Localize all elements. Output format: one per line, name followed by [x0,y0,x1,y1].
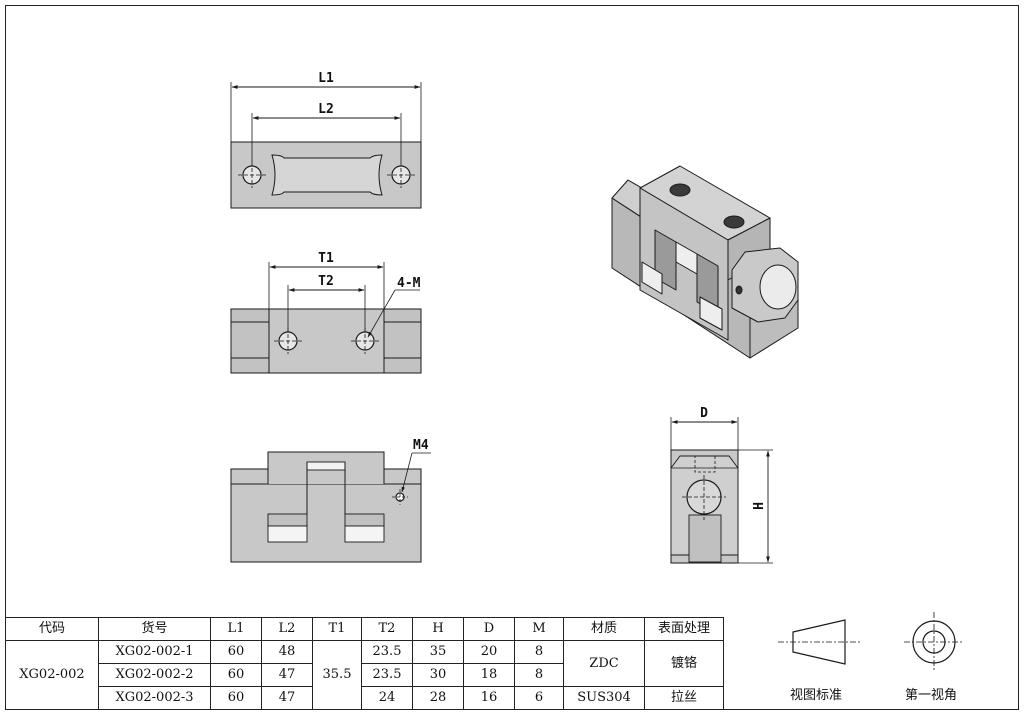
d-cell: 20 [463,640,515,664]
middle-view [230,262,422,374]
dim-label-h: H [752,502,767,510]
t2-cell: 23.5 [361,640,413,664]
spec-table: 代码 货号 L1 L2 T1 T2 H D M 材质 表面处理 XG02-002… [5,617,724,710]
table-header-cell: L1 [210,617,262,641]
table-row: XG02-002 XG02-002-1 60 48 35.5 23.5 35 2… [5,640,724,710]
h-cell: 35 [412,640,464,664]
view-standard-symbol-icon [778,619,860,665]
dim-label-m4: M4 [413,438,429,453]
dim-label-d: D [700,406,708,421]
top-hole-right [387,162,415,188]
table-header-cell: L2 [261,617,313,641]
m-cell: 8 [514,663,564,687]
finish-cell: 镀铬 [644,640,724,687]
view-standard-label: 视图标准 [790,688,843,703]
t2-cell: 24 [361,686,413,710]
dim-label-t2: T2 [318,274,334,289]
part-number-cell: XG02-002-3 [98,686,211,710]
table-header-cell: 材质 [563,617,645,641]
t1-cell: 35.5 [312,640,362,710]
top-view [230,82,422,209]
material-cell: SUS304 [563,686,645,710]
top-hole-left [238,162,266,188]
d-cell: 18 [463,663,515,687]
part-number-cell: XG02-002-2 [98,663,211,687]
dim-label-t1: T1 [318,251,334,266]
drawing-frame [5,5,1019,710]
part-number-cell: XG02-002-1 [98,640,211,664]
table-header-cell: 表面处理 [644,617,724,641]
side-bore [682,475,726,520]
d-cell: 16 [463,686,515,710]
l2-cell: 47 [261,663,313,687]
table-row: XG02-002-2 60 47 23.5 30 18 8 [6,663,724,687]
table-row: XG02-002-3 60 47 24 28 16 6 SUS304 拉丝 [6,686,724,710]
first-angle-symbol-icon [904,612,964,672]
table-header-cell: D [463,617,515,641]
code-cell: XG02-002 [5,640,99,710]
t2-cell: 23.5 [361,663,413,687]
l1-cell: 60 [210,686,262,710]
m-cell: 6 [514,686,564,710]
front-m4-hole [392,489,408,505]
h-cell: 28 [412,686,464,710]
table-header-cell: 货号 [98,617,211,641]
m-cell: 8 [514,640,564,664]
l2-cell: 48 [261,640,313,664]
front-view [230,451,431,563]
table-header-cell: M [514,617,564,641]
table-header-cell: T1 [312,617,362,641]
top-slot [271,154,383,196]
dim-label-4m: 4-M [397,276,421,291]
l1-cell: 60 [210,663,262,687]
l2-cell: 47 [261,686,313,710]
table-header-cell: H [412,617,464,641]
first-angle-label: 第一视角 [905,688,958,703]
table-header-cell: 代码 [5,617,99,641]
dim-label-l1: L1 [318,71,334,86]
isometric-view [611,165,799,359]
h-cell: 30 [412,663,464,687]
material-cell: ZDC [563,640,645,687]
side-view [670,417,773,564]
l1-cell: 60 [210,640,262,664]
finish-cell: 拉丝 [644,686,724,710]
table-header-cell: T2 [361,617,413,641]
dim-label-l2: L2 [318,102,334,117]
table-header-row: 代码 货号 L1 L2 T1 T2 H D M 材质 表面处理 [5,617,724,641]
